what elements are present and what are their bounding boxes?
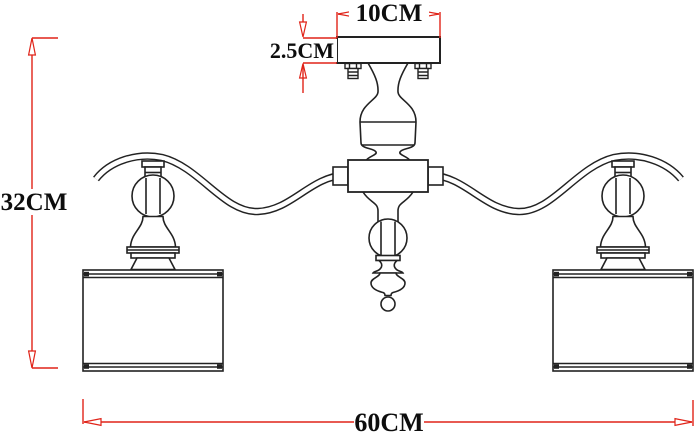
shade-corner-stud xyxy=(687,364,692,369)
ceiling-plate xyxy=(336,36,441,64)
arrowhead xyxy=(27,37,37,56)
hub-body xyxy=(347,159,429,193)
shade-corner-stud xyxy=(84,271,89,277)
holder-glass-ball xyxy=(601,174,645,218)
center-hub xyxy=(332,159,444,193)
finial-glass-ball xyxy=(368,218,408,258)
drum-shade xyxy=(82,269,224,372)
shade-corner-stud xyxy=(554,271,559,277)
dimension-plate-height xyxy=(298,14,337,93)
right-arm xyxy=(430,152,684,216)
overall-width-label: 60CM xyxy=(354,407,424,437)
holder-vase xyxy=(129,215,177,248)
finial-bell xyxy=(370,272,406,297)
arrowhead xyxy=(674,417,693,427)
holder-skirt xyxy=(599,257,647,271)
holder-skirt xyxy=(129,257,177,271)
hub-left-tab xyxy=(332,166,349,186)
holder-glass-ball xyxy=(131,174,175,218)
holder-vase xyxy=(599,215,647,248)
drum-shade xyxy=(552,269,694,372)
plate-height-label: 2.5CM xyxy=(267,39,337,62)
holder-cap xyxy=(141,160,165,168)
hub-right-tab xyxy=(427,166,444,186)
bottom-finial xyxy=(362,191,414,312)
arrowhead xyxy=(27,350,37,369)
left-lamp-assembly xyxy=(82,160,224,372)
shade-corner-stud xyxy=(687,271,692,277)
finial-spool xyxy=(371,259,405,274)
right-lamp-assembly xyxy=(552,160,694,372)
shade-corner-stud xyxy=(217,271,222,277)
mounting-screw-left xyxy=(344,62,362,80)
shade-corner-stud xyxy=(554,364,559,369)
overall-height-label: 32CM xyxy=(0,188,68,216)
arrowhead xyxy=(298,21,308,38)
finial-drop-ball xyxy=(380,296,396,312)
left-arm xyxy=(93,152,346,216)
holder-cap xyxy=(611,160,635,168)
shade-outline xyxy=(552,269,694,372)
upper-baluster xyxy=(359,62,417,162)
arrowhead xyxy=(83,417,102,427)
finial-trumpet xyxy=(362,191,379,222)
finial-trumpet xyxy=(397,191,414,222)
shade-corner-stud xyxy=(84,364,89,369)
mounting-screw-right xyxy=(414,62,432,80)
shade-corner-stud xyxy=(217,364,222,369)
plate-width-label: 10CM xyxy=(349,1,429,26)
shade-outline xyxy=(82,269,224,372)
